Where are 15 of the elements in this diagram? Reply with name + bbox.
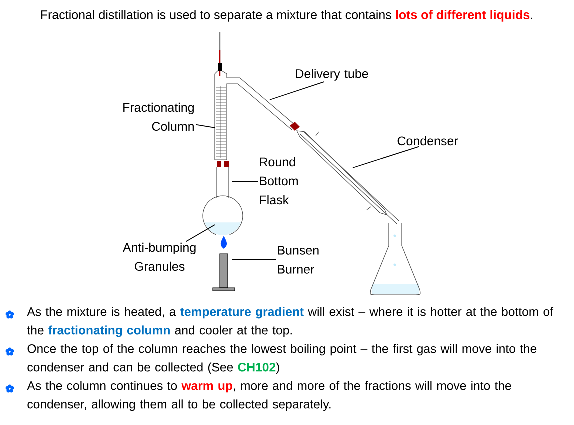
leader-line — [186, 224, 216, 242]
part-label: Fractionating Column — [124, 102, 194, 132]
bullet-text: As the column continues to warm up, more and more of the fractions will move into the condenser, allowing them all to be collected separately. — [27, 381, 512, 412]
heading: Fractional distillation is used to separate a mixture that contains lots of different liquids. — [41, 10, 532, 22]
part-label: Anti-bumping Granules — [123, 242, 196, 272]
leader-line — [352, 146, 420, 168]
leader-line — [196, 124, 216, 128]
part-label: Condenser — [398, 136, 458, 146]
bullet-text: Once the top of the column reaches the lowest boiling point – the first gas will move into the condenser and can be collected (See CH102) — [28, 344, 537, 374]
leader-line — [232, 181, 258, 182]
leader-line — [270, 82, 325, 100]
part-label: Bunsen Burner — [278, 246, 319, 274]
bullet-text: As the mixture is heated, a temperature gradient will exist – where it is hotter at the bottom of the fractionating column and cooler at the top. — [27, 307, 554, 338]
part-label: Delivery tube — [296, 69, 368, 81]
part-label: Round Bottom Flask — [260, 157, 298, 205]
